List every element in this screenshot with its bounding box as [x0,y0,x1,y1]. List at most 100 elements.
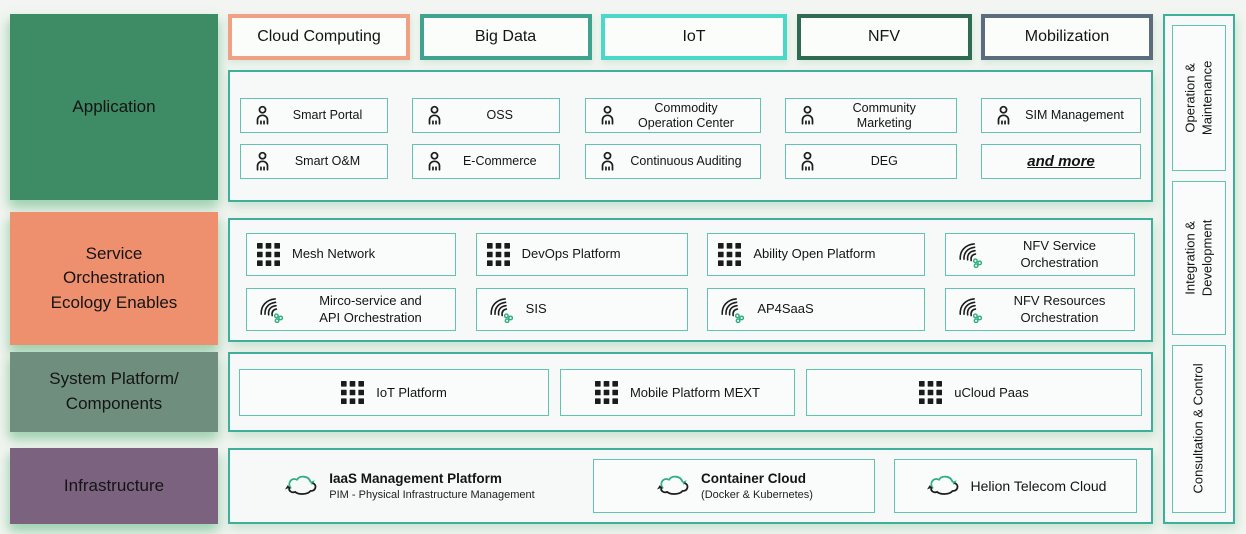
app-item-sim-management: SIM Management [981,98,1141,133]
service-item-sis: SIS [475,288,688,331]
service-items-panel: Mesh Network DevOps Platform Ability Open … [228,218,1153,342]
top-categories-row: Cloud Computing Big Data IoT NFV Mobilizatio… [228,14,1153,60]
item-label: AP4SaaS [757,301,814,317]
app-item-continuous-auditing: Continuous Auditing [584,144,761,179]
item-label: NFV Resources Orchestration [1013,292,1106,325]
person-icon [423,104,446,127]
item-label: Smart Portal [292,108,363,122]
person-icon [251,150,274,173]
item-label: E-Commerce [462,154,537,168]
application-items-panel: Smart Portal OSS Commodity Operation Cente… [228,70,1153,202]
cloud-icon [655,473,691,500]
item-label: NFV Service Orchestration [1020,237,1099,270]
person-icon [596,104,619,127]
item-label: Community Marketing [852,100,916,130]
item-label: Mirco-service and API Orchestration [319,292,422,325]
item-label: Continuous Auditing [630,154,742,168]
sidebar-item-consultation-control: Consultation & Control [1172,344,1226,513]
category-cloud-computing: Cloud Computing [228,14,410,60]
cloud-icon [925,473,961,500]
layer-label-text: Application [72,96,156,116]
item-label: Container Cloud [701,471,807,487]
app-item-smart-portal: Smart Portal [240,98,388,133]
app-item-commodity-operation-center: Commodity Operation Center [584,98,761,133]
item-label: IaaS Management Platform [329,471,502,487]
platform-items-panel: IoT Platform Mobile Platform MEXT uCloud P… [228,352,1153,432]
sidebar-item-label: Consultation & Control [1190,363,1206,494]
app-item-and-more: and more [981,144,1141,179]
swirl-icon [487,296,514,323]
sidebar-item-operation: Operation & Maintenance [1172,25,1226,172]
service-item-ap4saas: AP4SaaS [707,288,926,331]
layer-label-text: Service Orchestration Ecology Enables [50,243,178,312]
person-icon [251,104,274,127]
category-label: Mobilization [1024,28,1110,45]
service-item-nfv-service: NFV Service Orchestration [944,233,1135,276]
app-item-community-marketing: Community Marketing [784,98,957,133]
swirl-icon [956,241,983,268]
service-item-mirco-service-and: Mirco-service and API Orchestration [246,288,456,331]
cloud-icon [283,473,319,500]
category-label: NFV [868,28,900,45]
layer-label-application: Application [10,14,218,200]
service-item-ability-open-platform: Ability Open Platform [707,233,926,276]
platform-item-ucloud-paas: uCloud Paas [806,369,1142,416]
person-icon [992,104,1015,127]
platform-item-mobile-platform-mext: Mobile Platform MEXT [560,369,795,416]
item-label: DEG [870,154,898,168]
category-iot: IoT [601,14,787,60]
sidebar-item-label: Integration & Development [1182,219,1215,297]
layer-label-text: Infrastructure [63,475,165,495]
item-label: Ability Open Platform [753,246,876,262]
grid-icon [718,243,742,266]
sidebar-item-label: Operation & Maintenance [1182,60,1215,136]
app-item-deg: DEG [784,144,957,179]
item-label: SIM Management [1025,108,1124,122]
item-label: Commodity Operation Center [638,100,734,130]
item-label: Mesh Network [292,246,376,262]
service-item-mesh-network: Mesh Network [246,233,456,276]
layer-label-text: System Platform/ Components [49,369,179,413]
app-item-smart-o-m: Smart O&M [240,144,388,179]
infra-item-text: Container Cloud(Docker & Kubernetes) [701,470,813,502]
infra-item-text: Helion Telecom Cloud [971,477,1107,495]
category-label: Big Data [474,28,537,45]
category-label: Cloud Computing [257,28,381,45]
service-item-nfv-resources: NFV Resources Orchestration [944,288,1135,331]
layer-label-service: Service Orchestration Ecology Enables [10,212,218,345]
grid-icon [919,381,943,404]
category-mobilization: Mobilization [981,14,1153,60]
item-label: Helion Telecom Cloud [970,477,1107,494]
infra-item-helion-telecom-cloud: Helion Telecom Cloud [894,459,1137,513]
item-label: uCloud Paas [954,385,1029,400]
person-icon [423,150,446,173]
platform-item-iot-platform: IoT Platform [239,369,549,416]
item-label: IoT Platform [376,385,447,400]
category-big-data: Big Data [419,14,592,60]
swirl-icon [956,296,983,323]
item-label: SIS [525,301,547,317]
swirl-icon [718,296,745,323]
item-sublabel: (Docker & Kubernetes) [701,488,813,501]
swirl-icon [257,296,284,323]
category-label: IoT [682,28,706,45]
item-label: DevOps Platform [521,246,621,262]
grid-icon [257,243,280,266]
person-icon [796,104,819,127]
item-label: Smart O&M [294,154,361,168]
person-icon [596,150,619,173]
item-label: OSS [486,108,513,122]
layer-label-system-platform: System Platform/ Components [10,352,218,432]
layer-label-infrastructure: Infrastructure [10,448,218,524]
item-label: and more [1027,152,1095,170]
sidebar-item-integration: Integration & Development [1172,181,1226,335]
person-icon [796,150,819,173]
grid-icon [486,243,510,266]
grid-icon [594,381,618,404]
category-nfv: NFV [796,14,972,60]
item-sublabel: PIM - Physical Infrastructure Management [329,488,535,501]
